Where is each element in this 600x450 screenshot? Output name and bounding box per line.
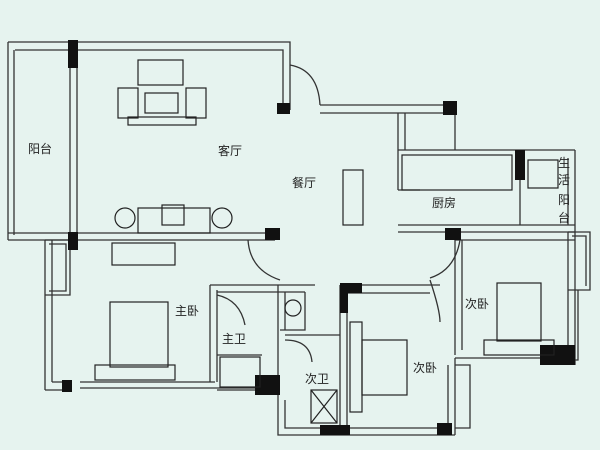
- label-utility-balcony-1: 生: [558, 156, 570, 170]
- label-utility-balcony-3: 阳: [558, 193, 570, 207]
- label-living-room: 客厅: [218, 143, 242, 158]
- label-third-bedroom: 次卧: [465, 297, 489, 311]
- label-master-bedroom: 主卧: [175, 304, 199, 318]
- label-utility-balcony-4: 台: [558, 210, 570, 225]
- room-labels: 阳台 客厅 餐厅 厨房 生 活 阳 台 主卧 主卫 次卫 次卧 次卧: [28, 141, 570, 386]
- label-master-bath: 主卫: [222, 332, 246, 346]
- furniture: [94, 59, 559, 424]
- label-second-bath: 次卫: [305, 372, 329, 386]
- label-utility-balcony-2: 活: [558, 173, 570, 187]
- label-second-bedroom: 次卧: [413, 361, 437, 375]
- columns: [62, 40, 575, 435]
- label-kitchen: 厨房: [432, 195, 456, 210]
- label-dining-room: 餐厅: [292, 175, 316, 190]
- label-balcony: 阳台: [28, 141, 52, 156]
